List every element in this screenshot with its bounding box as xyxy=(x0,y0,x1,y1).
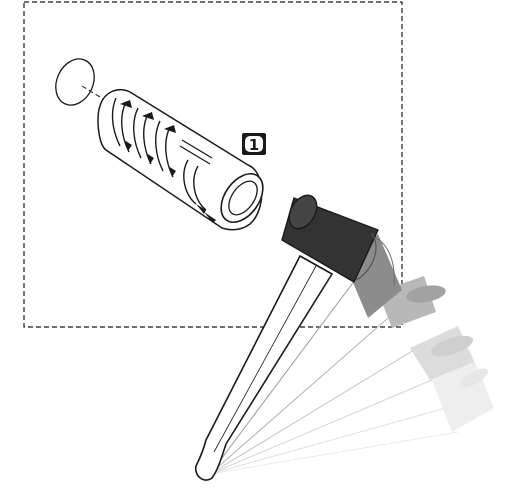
swing-motion-lines xyxy=(209,275,459,475)
wall-plug-icon xyxy=(97,88,264,231)
wall-hole-icon xyxy=(55,58,95,106)
step-number-badge: 1 xyxy=(242,133,266,155)
detail-frame xyxy=(23,1,403,328)
step-number-label: 1 xyxy=(249,136,259,154)
hammer-head-icon xyxy=(281,194,379,283)
hammer-ghost-head-2 xyxy=(378,276,446,328)
hammer-handle-icon xyxy=(194,255,333,481)
hammer-ghost-head-3 xyxy=(410,326,474,380)
